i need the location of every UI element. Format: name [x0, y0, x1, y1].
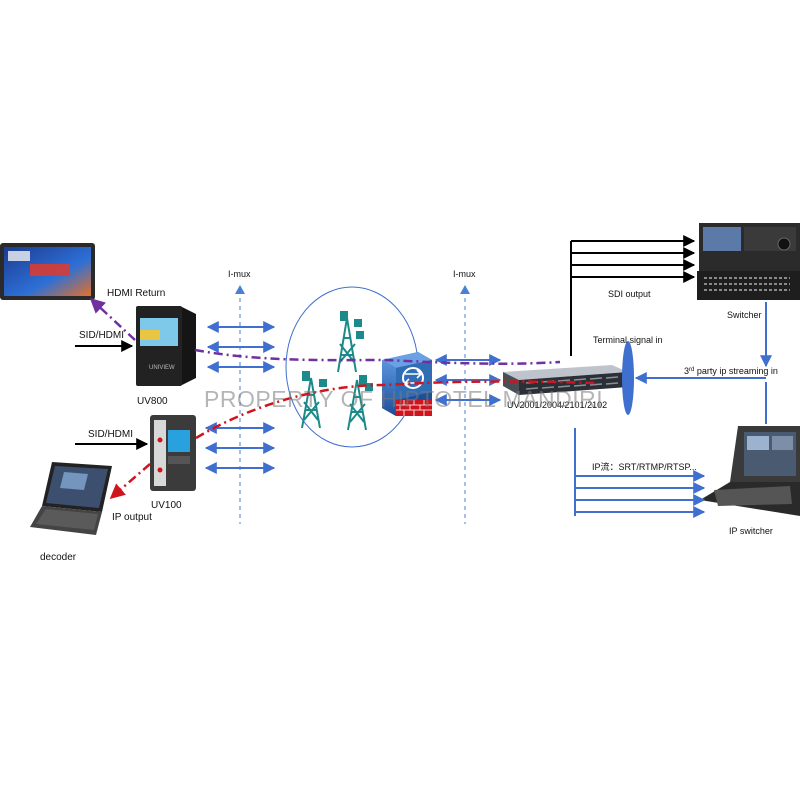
router-firewall-icon	[382, 352, 432, 416]
tower-icon	[337, 311, 364, 373]
ip-switcher-label: IP switcher	[729, 526, 773, 536]
imux-left-label: I-mux	[228, 269, 251, 279]
switcher-label: Switcher	[727, 310, 762, 320]
sdi-output-bus	[570, 235, 696, 356]
uv800-brand: UNIVIEW	[149, 365, 175, 371]
hdmi-return-link	[89, 297, 561, 365]
switcher-console	[697, 223, 800, 300]
bidirectional-arrows-uv100	[204, 422, 276, 474]
ip-stream-bus	[574, 428, 706, 518]
imux-left-line	[235, 285, 245, 524]
sid-hdmi-label-bottom: SID/HDMI	[88, 429, 133, 440]
tv-monitor	[0, 243, 95, 300]
uv100-device	[150, 415, 196, 491]
bidirectional-arrows-uv800	[206, 321, 276, 373]
tower-icon	[347, 375, 373, 431]
bidirectional-arrows-router	[434, 354, 502, 406]
hdmi-return-label: HDMI Return	[107, 288, 165, 299]
imux-right-label: I-mux	[453, 269, 476, 279]
ip-output-label: IP output	[112, 512, 152, 523]
uv800-label: UV800	[137, 396, 168, 407]
imux-right-line	[460, 285, 470, 524]
ip-stream-label: IP流：SRT/RTMP/RTSP...	[592, 461, 697, 472]
ip-switcher-laptop	[700, 426, 800, 516]
uv800-device: UNIVIEW	[136, 306, 196, 386]
third-party-stream-arrows	[634, 302, 772, 424]
sid-hdmi-label-top: SID/HDMI	[79, 330, 124, 341]
uv2001-label: UV2001/2004/2101/2102	[507, 400, 607, 410]
decoder-laptop	[30, 462, 112, 535]
terminal-signal-label: Terminal signal in	[593, 335, 663, 345]
sdi-output-label: SDI output	[608, 289, 651, 299]
watermark-text: PROPERTY OF HIPTOTEL MANDIRI	[204, 386, 603, 412]
tower-icon	[301, 371, 327, 429]
decoder-label: decoder	[40, 552, 77, 563]
ip-output-link	[109, 380, 596, 499]
terminal-input-port	[622, 341, 634, 415]
uv100-label: UV100	[151, 500, 182, 511]
third-party-label: 3rd party ip streaming in	[684, 366, 778, 376]
